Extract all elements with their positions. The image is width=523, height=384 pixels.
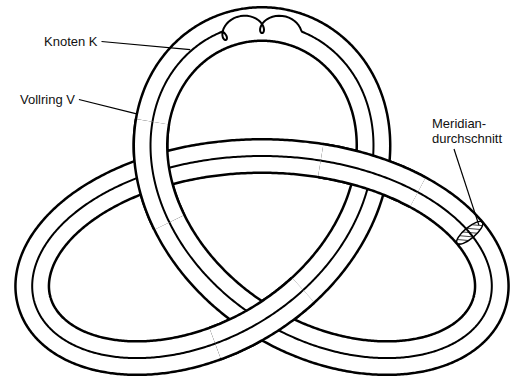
annotations <box>79 42 486 248</box>
label: Vollring V <box>20 92 75 107</box>
tube-outline <box>215 290 303 344</box>
label: Knoten K <box>44 34 98 49</box>
leader-line <box>454 149 479 225</box>
tube-outline <box>151 122 170 223</box>
leader-line <box>79 100 137 114</box>
tube-interior <box>215 290 303 344</box>
tube-interior <box>151 122 170 223</box>
knot-line <box>321 161 418 193</box>
tube-outline <box>321 161 418 193</box>
leader-line <box>102 42 191 50</box>
knot-line <box>151 122 170 223</box>
knot-line <box>215 290 303 344</box>
solid-torus <box>32 16 492 358</box>
label: Meridian- durchschnitt <box>432 116 518 146</box>
tube-interior <box>321 161 418 193</box>
tube-interior <box>32 24 492 358</box>
knot-line <box>32 16 492 358</box>
meridian-disc <box>454 218 486 248</box>
tube-outline <box>32 24 492 358</box>
